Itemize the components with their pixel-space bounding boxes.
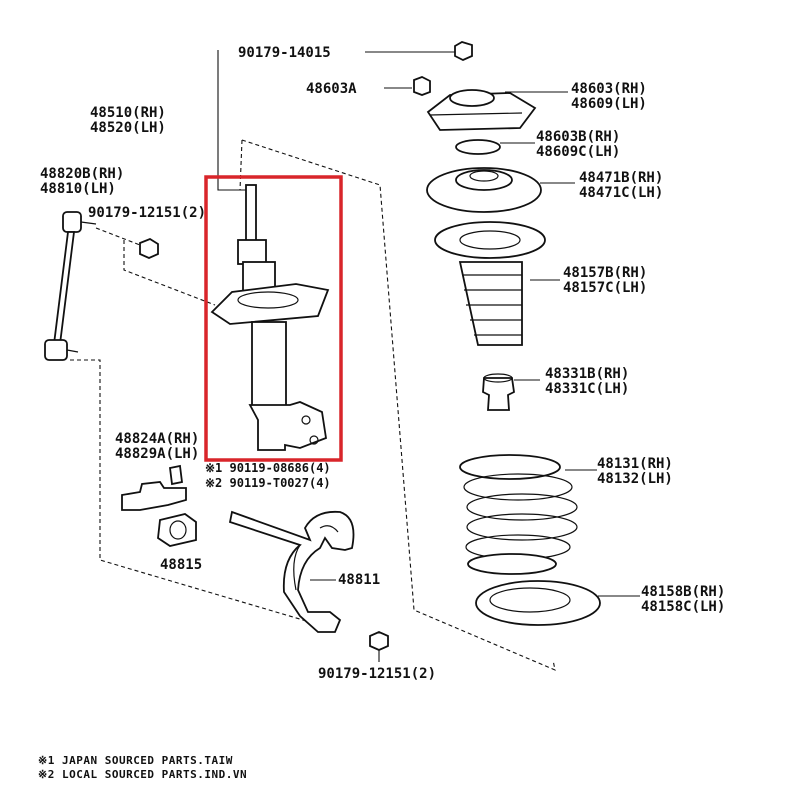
stabilizer-bracket [121,464,187,511]
label-stabilizer: 48811 [338,572,380,588]
label-spring-rh: 48131(RH) [597,456,673,472]
label-bolt1: ※1 90119-08686(4) [205,461,331,475]
label-bumper-rh: 48331B(RH) [545,366,629,382]
label-bumper-lh: 48331C(LH) [545,381,629,397]
label-mount-rh: 48603(RH) [571,81,647,97]
label-bracket-lh: 48829A(LH) [115,446,199,462]
label-spring-lh: 48132(LH) [597,471,673,487]
top-nut [454,41,473,61]
label-strut-rh: 48510(RH) [90,105,166,121]
label-bracket-rh: 48824A(RH) [115,431,199,447]
link-nut-dash [95,227,141,246]
label-bottom-nut: 90179-12151(2) [318,666,436,682]
coil-spring [459,454,578,575]
stabilizer-link [44,211,97,361]
strut-leader [217,50,248,191]
strut-assembly [210,184,330,451]
spring-seat [426,167,542,213]
label-bearing-lh: 48609C(LH) [536,144,620,160]
label-boot-lh: 48157C(LH) [563,280,647,296]
label-strut-lh: 48520(LH) [90,120,166,136]
strut-highlight-box [204,175,343,462]
dust-boot [434,221,546,346]
footnote-1: ※1 JAPAN SOURCED PARTS.TAIW [38,754,233,767]
lower-insulator [475,580,601,626]
label-insulator-rh: 48158B(RH) [641,584,725,600]
bottom-nut [369,631,389,651]
label-mount-lh: 48609(LH) [571,96,647,112]
label-boot-rh: 48157B(RH) [563,265,647,281]
label-bolt2: ※2 90119-T0027(4) [205,476,331,490]
label-link-rh: 48820B(RH) [40,166,124,182]
label-bearing-rh: 48603B(RH) [536,129,620,145]
nut-48603a [413,76,431,96]
upper-mount [426,89,537,131]
stabilizer-bushing [157,513,197,547]
stabilizer-boundary-dashed [70,240,321,626]
link-nut [139,237,159,259]
label-link-lh: 48810(LH) [40,181,116,197]
label-seat-rh: 48471B(RH) [579,170,663,186]
bump-stopper [482,373,515,411]
bearing [455,139,501,155]
label-seat-lh: 48471C(LH) [579,185,663,201]
label-48603a: 48603A [306,81,357,97]
label-insulator-lh: 48158C(LH) [641,599,725,615]
label-nut-top: 90179-14015 [238,45,331,61]
stabilizer-bar [228,510,355,633]
label-bushing: 48815 [160,557,202,573]
label-link-nut: 90179-12151(2) [88,205,206,221]
assembly-boundary-dashed [239,139,556,671]
footnote-2: ※2 LOCAL SOURCED PARTS.IND.VN [38,768,247,781]
